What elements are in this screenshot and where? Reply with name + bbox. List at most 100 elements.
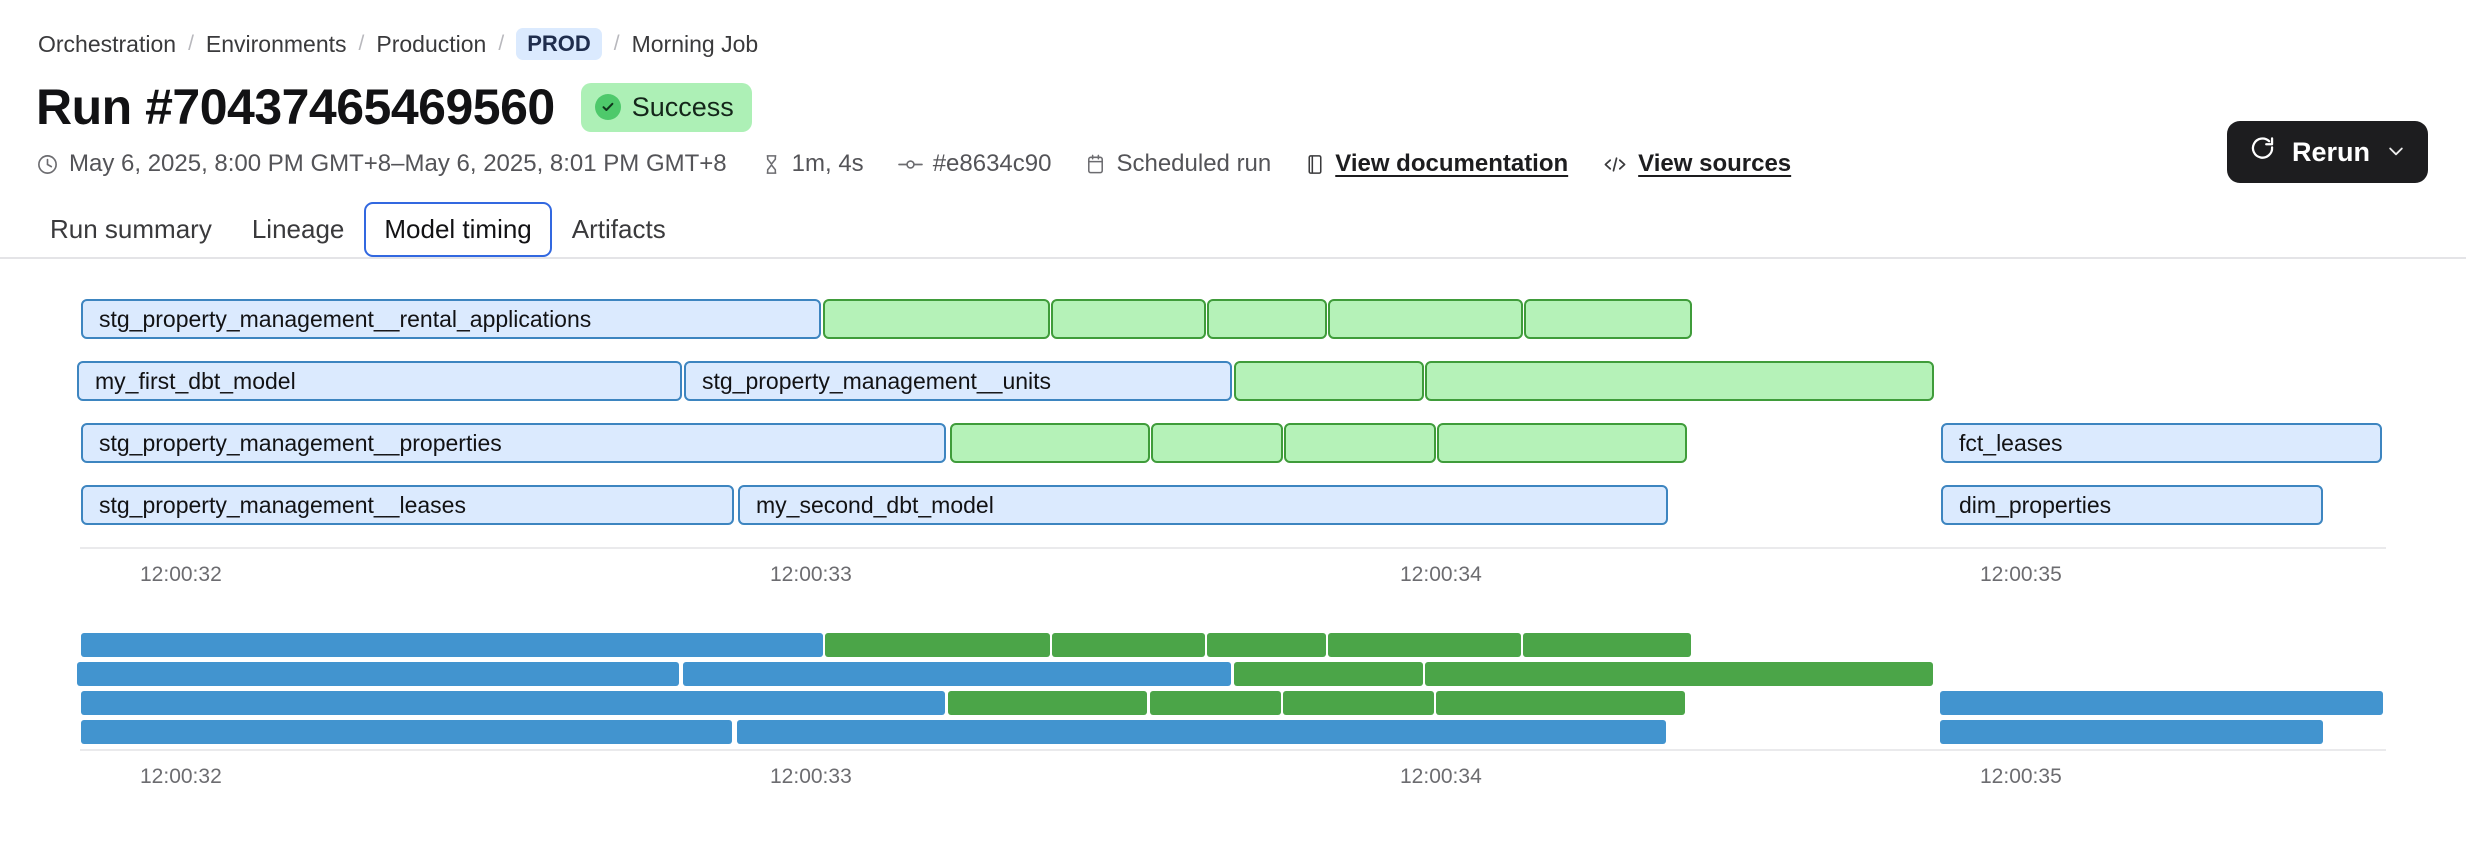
gantt-bar[interactable] [81,633,823,657]
breadcrumb: Orchestration / Environments / Production / PR… [0,0,2466,60]
rerun-button[interactable]: Rerun [2226,121,2428,183]
gantt-row [0,662,2466,686]
tab-bar: Run summary Lineage Model timing Artifacts [0,178,2466,259]
meta-trigger: Scheduled run [1085,150,1271,178]
gantt-bar[interactable] [825,633,1050,657]
gantt-bar-stg_property_management__rental_applications[interactable]: stg_property_management__rental_applicat… [81,299,821,339]
breadcrumb-item-production[interactable]: Production [376,30,487,57]
gantt-bar[interactable] [1051,299,1206,339]
gantt-bar[interactable] [1437,423,1687,463]
axis-line [80,749,2386,751]
rerun-label: Rerun [2291,136,2370,167]
commit-icon [897,153,923,176]
gantt-bar[interactable] [948,691,1147,715]
gantt-bar[interactable] [1151,423,1283,463]
chevron-down-icon[interactable] [2386,137,2406,168]
meta-timerange-text: May 6, 2025, 8:00 PM GMT+8–May 6, 2025, … [69,150,727,177]
meta-duration: 1m, 4s [761,150,864,178]
meta-trigger-text: Scheduled run [1116,150,1272,177]
breadcrumb-separator: / [613,32,620,55]
gantt-bar[interactable] [77,662,679,686]
breadcrumb-separator: / [498,32,505,55]
breadcrumb-item-environments[interactable]: Environments [205,30,347,57]
axis-tick-label: 12:00:34 [1400,563,1482,586]
gantt-bar[interactable] [950,423,1150,463]
gantt-bar[interactable] [1436,691,1685,715]
gantt-row: stg_property_management__properties fct_l… [0,423,2466,463]
meta-timerange: May 6, 2025, 8:00 PM GMT+8–May 6, 2025, … [36,150,727,178]
check-circle-icon [594,94,621,120]
gantt-bar[interactable] [1940,720,2323,744]
axis-tick-label: 12:00:35 [1980,563,2062,586]
meta-sources[interactable]: View sources [1602,150,1791,178]
gantt-bar-stg_property_management__units[interactable]: stg_property_management__units [684,361,1232,401]
clock-icon [36,153,59,176]
axis-tick-label: 12:00:32 [140,765,222,788]
tab-lineage[interactable]: Lineage [251,214,345,244]
gantt-bar[interactable] [1524,299,1692,339]
view-documentation-link[interactable]: View documentation [1335,150,1569,177]
tab-run-summary[interactable]: Run summary [50,214,212,244]
calendar-icon [1085,153,1106,176]
axis-tick-label: 12:00:35 [1980,765,2062,788]
gantt-bar[interactable] [81,720,732,744]
gantt-bar[interactable] [1328,633,1521,657]
time-axis-labeled: 12:00:32 12:00:33 12:00:34 12:00:35 [0,547,2466,593]
gantt-bar[interactable] [737,720,1666,744]
code-icon [1602,153,1628,176]
gantt-bar[interactable] [1284,423,1436,463]
tab-model-timing[interactable]: Model timing [364,202,552,257]
gantt-bar-stg_property_management__properties[interactable]: stg_property_management__properties [81,423,946,463]
breadcrumb-item-orchestration[interactable]: Orchestration [38,30,177,57]
meta-commit: #e8634c90 [897,150,1052,178]
meta-documentation[interactable]: View documentation [1305,150,1568,178]
gantt-bar[interactable] [1234,361,1424,401]
hourglass-icon [761,153,782,176]
book-icon [1305,153,1325,176]
gantt-bar[interactable] [1425,361,1934,401]
gantt-bar[interactable] [1283,691,1434,715]
axis-tick-label: 12:00:33 [770,765,852,788]
breadcrumb-separator: / [188,32,194,55]
meta-commit-text: #e8634c90 [932,150,1052,177]
gantt-row: stg_property_management__rental_applicat… [0,299,2466,339]
gantt-bar-dim_properties[interactable]: dim_properties [1941,485,2323,525]
breadcrumb-item-prod[interactable]: PROD [516,28,602,60]
gantt-bar-fct_leases[interactable]: fct_leases [1941,423,2382,463]
tab-artifacts[interactable]: Artifacts [571,214,666,244]
refresh-icon [2249,135,2276,169]
gantt-bar[interactable] [1207,299,1327,339]
gantt-bar-stg_property_management__leases[interactable]: stg_property_management__leases [81,485,734,525]
page-title: Run #70437465469560 [36,79,555,135]
status-badge: Success [580,82,752,132]
gantt-bar[interactable] [1052,633,1205,657]
gantt-bar[interactable] [823,299,1050,339]
gantt-bar[interactable] [1328,299,1523,339]
tabs-divider [0,257,2466,259]
gantt-bar[interactable] [1234,662,1423,686]
axis-tick-label: 12:00:34 [1400,765,1482,788]
model-timing-chart-labeled: stg_property_management__rental_applicat… [0,299,2466,593]
gantt-bar-my_second_dbt_model[interactable]: my_second_dbt_model [738,485,1668,525]
time-axis-compact: 12:00:32 12:00:33 12:00:34 12:00:35 [0,749,2466,795]
gantt-bar[interactable] [1207,633,1326,657]
gantt-row [0,720,2466,744]
axis-tick-label: 12:00:32 [140,563,222,586]
status-label: Success [631,91,734,122]
gantt-bar[interactable] [1150,691,1281,715]
gantt-bar[interactable] [1425,662,1933,686]
gantt-bar[interactable] [1940,691,2383,715]
gantt-bar[interactable] [683,662,1231,686]
gantt-bar-my_first_dbt_model[interactable]: my_first_dbt_model [77,361,682,401]
axis-tick-label: 12:00:33 [770,563,852,586]
gantt-rows-labeled: stg_property_management__rental_applicat… [0,299,2466,525]
view-sources-link[interactable]: View sources [1638,150,1792,177]
model-timing-chart-compact: 12:00:32 12:00:33 12:00:34 12:00:35 [0,633,2466,795]
gantt-bar[interactable] [1523,633,1691,657]
gantt-bar[interactable] [81,691,945,715]
gantt-row [0,633,2466,657]
title-row: Run #70437465469560 Success [0,60,2466,132]
axis-line [80,547,2386,549]
